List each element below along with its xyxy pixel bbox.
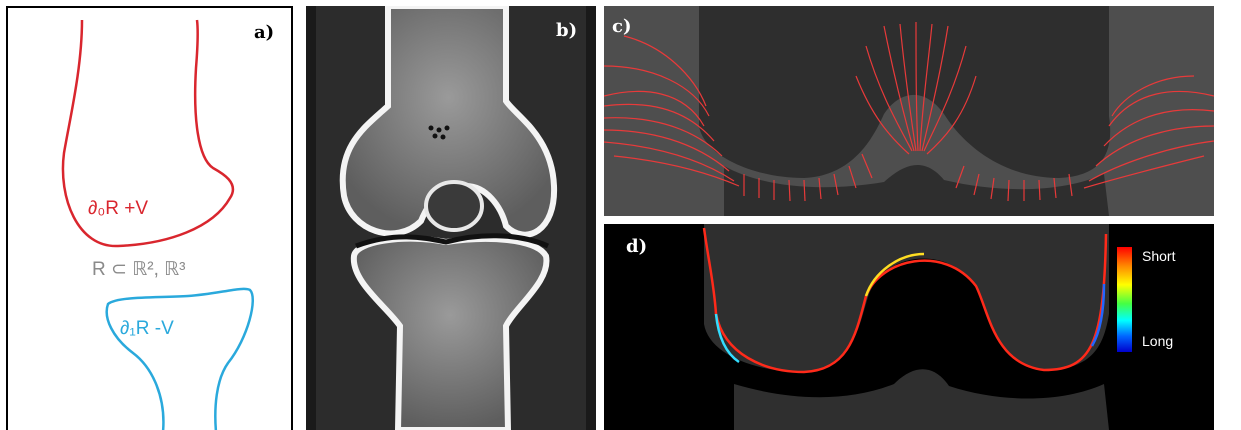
bottom-boundary-curve (107, 289, 253, 430)
field-lines-image (604, 6, 1214, 216)
colorbar (1117, 247, 1132, 352)
domain-label: R ⊂ ℝ², ℝ³ (92, 258, 186, 281)
schematic-boundaries (8, 8, 293, 430)
panel-d-length-map: d) Short Long (604, 224, 1214, 430)
panel-c-field-lines: c) (604, 6, 1214, 216)
panel-b-knee-ct: b) (306, 6, 596, 430)
panel-label-d: d) (626, 236, 647, 257)
panel-label-a: a) (254, 22, 274, 43)
panel-label-c: c) (612, 16, 631, 37)
panel-a-schematic: a) ∂₀R +V R ⊂ ℝ², ℝ³ ∂₁R -V (6, 6, 293, 430)
colorbar-bottom-label: Long (1142, 333, 1173, 349)
panel-label-b: b) (556, 20, 577, 41)
bottom-boundary-label: ∂₁R -V (120, 318, 174, 340)
top-boundary-label: ∂₀R +V (88, 198, 148, 220)
knee-ct-image (306, 6, 596, 430)
colorbar-top-label: Short (1142, 248, 1175, 264)
